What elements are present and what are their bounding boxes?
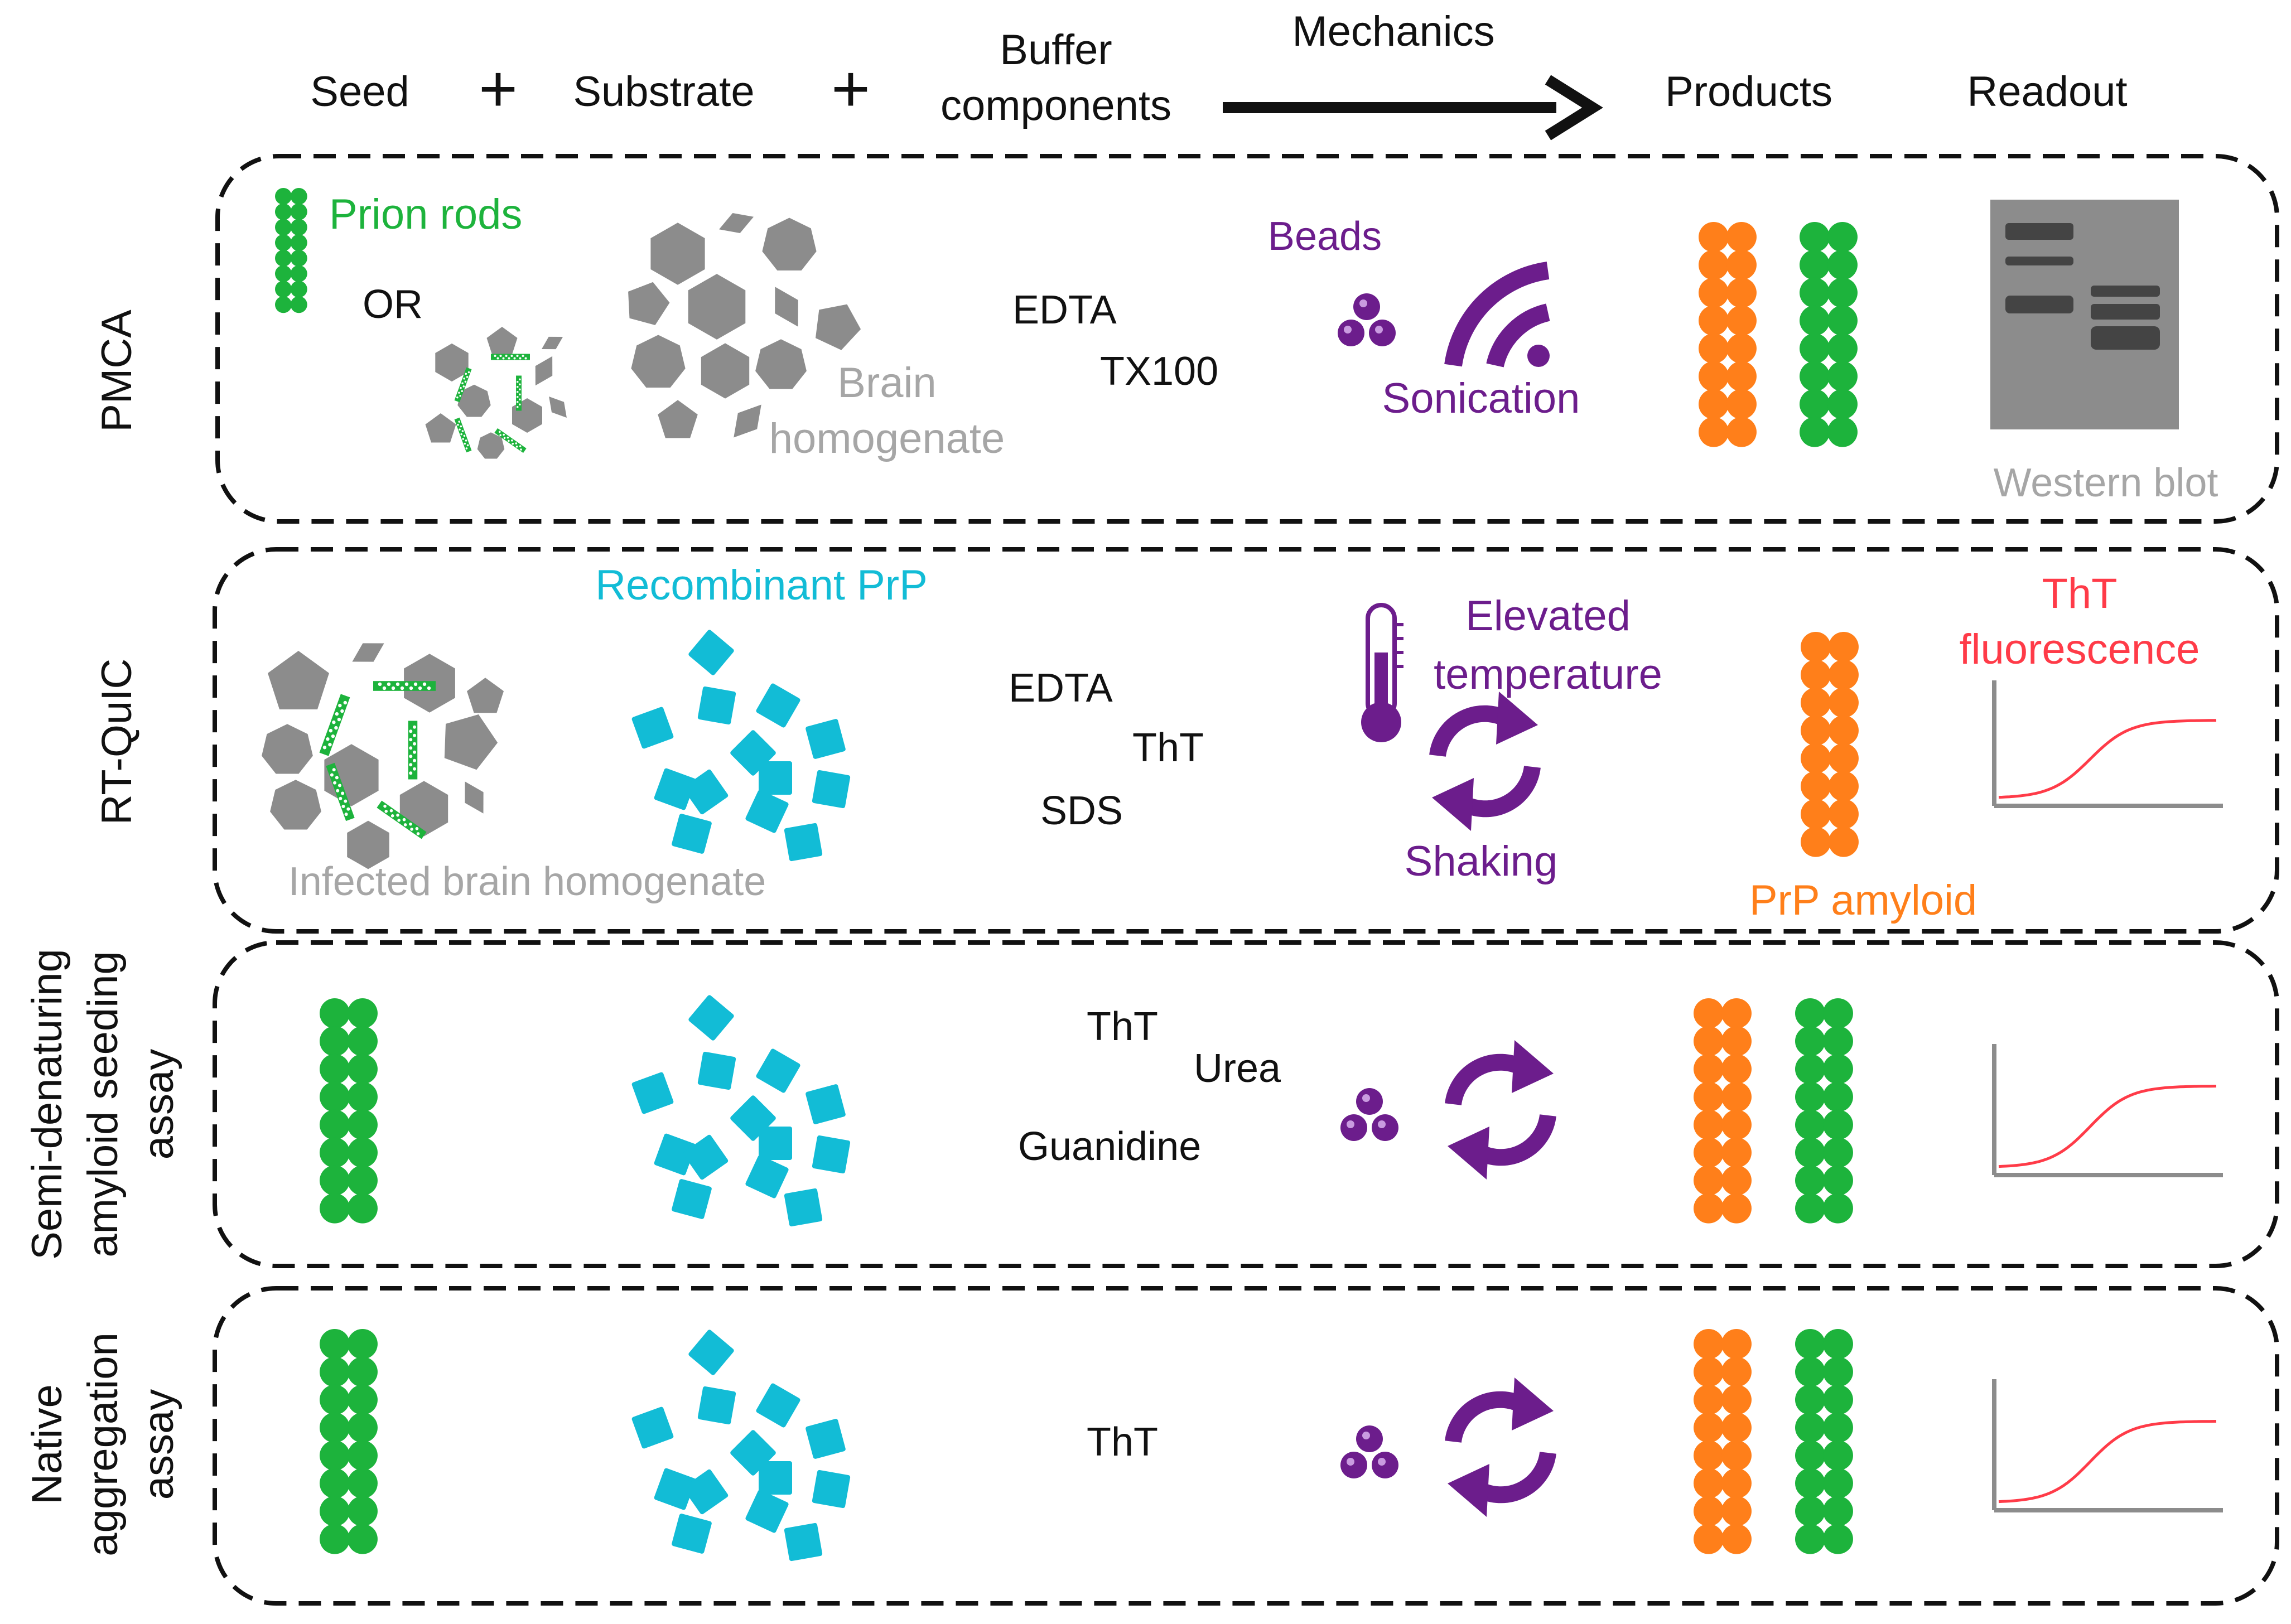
pmca-buffer-2: TX100 bbox=[1100, 349, 1218, 394]
rtquic-readout-line1: ThT bbox=[2042, 570, 2117, 617]
header-plus-2: + bbox=[831, 51, 870, 126]
rtquic-seed-label: Infected brain homogenate bbox=[288, 859, 766, 904]
pmca-frame bbox=[215, 154, 2279, 524]
header-buffer-line1: Buffer bbox=[1000, 26, 1112, 74]
pmca-sonication-icon bbox=[1444, 262, 1550, 368]
pmca-substrate-line2: homogenate bbox=[769, 415, 1005, 462]
semi-label-line1: Semi-denaturing bbox=[23, 949, 71, 1260]
native-buffer-1: ThT bbox=[1087, 1420, 1158, 1464]
rtquic-temp-line2: temperature bbox=[1434, 651, 1662, 698]
mechanics-arrow bbox=[1223, 75, 1603, 141]
native-label-line2: aggregation bbox=[79, 1332, 127, 1556]
native-recombinant-prp-icon bbox=[631, 1328, 851, 1562]
semi-buffer-2: Urea bbox=[1194, 1046, 1281, 1091]
pmca-label: PMCA bbox=[93, 310, 141, 432]
native-seed-rod-icon bbox=[320, 1329, 378, 1554]
header-products: Products bbox=[1665, 68, 1832, 115]
header-plus-1: + bbox=[479, 51, 518, 126]
native-tht-curve-icon bbox=[1992, 1379, 2223, 1512]
rtquic-product-label: PrP amyloid bbox=[1749, 877, 1977, 924]
native-product-orange-fibril-icon bbox=[1694, 1329, 1752, 1554]
western-blot-icon bbox=[1990, 200, 2179, 429]
header-mechanics: Mechanics bbox=[1292, 8, 1494, 55]
pmca-or: OR bbox=[363, 282, 423, 327]
native-beads-icon bbox=[1340, 1425, 1398, 1478]
native-label-line3: assay bbox=[135, 1389, 182, 1500]
pmca-readout-label: Western blot bbox=[1994, 461, 2218, 505]
pmca-substrate-line1: Brain bbox=[837, 359, 936, 407]
header-substrate: Substrate bbox=[573, 68, 754, 115]
pmca-product-orange-fibril-icon bbox=[1699, 222, 1757, 447]
pmca-brain-homogenate-icon bbox=[621, 206, 868, 446]
semi-beads-icon bbox=[1340, 1088, 1398, 1141]
rtquic-recombinant-prp-icon bbox=[631, 629, 851, 862]
pmca-beads-label: Beads bbox=[1268, 214, 1382, 259]
rtquic-shaking-icon bbox=[1432, 692, 1538, 831]
pmca-infected-homogenate-icon bbox=[425, 327, 573, 459]
rtquic-temp-line1: Elevated bbox=[1465, 592, 1631, 640]
rtquic-infected-homogenate-icon bbox=[262, 634, 505, 869]
native-shaking-icon bbox=[1448, 1378, 1554, 1517]
header-seed: Seed bbox=[310, 68, 409, 115]
semi-seed-rod-icon bbox=[320, 998, 378, 1224]
pmca-sonication-label: Sonication bbox=[1382, 375, 1580, 422]
rtquic-readout-line2: fluorescence bbox=[1960, 626, 2200, 673]
pmca-beads-icon bbox=[1338, 293, 1396, 346]
rtquic-substrate-label: Recombinant PrP bbox=[595, 562, 928, 609]
pmca-buffer-1: EDTA bbox=[1012, 288, 1117, 332]
semi-recombinant-prp-icon bbox=[631, 994, 851, 1227]
native-product-green-fibril-icon bbox=[1795, 1329, 1853, 1554]
semi-label-line2: amyloid seeding bbox=[79, 951, 127, 1257]
pmca-prion-rod-icon bbox=[275, 188, 307, 313]
pmca-seed-label: Prion rods bbox=[329, 191, 522, 238]
semi-product-orange-fibril-icon bbox=[1694, 998, 1752, 1224]
rtquic-shaking-label: Shaking bbox=[1405, 838, 1558, 885]
header-buffer-line2: components bbox=[940, 82, 1171, 129]
pmca-product-green-fibril-icon bbox=[1800, 222, 1858, 447]
rtquic-frame bbox=[213, 547, 2279, 934]
native-label-line1: Native bbox=[23, 1384, 71, 1504]
rtquic-buffer-2: ThT bbox=[1132, 726, 1204, 770]
semi-buffer-1: ThT bbox=[1087, 1004, 1158, 1049]
rtquic-product-orange-fibril-icon bbox=[1801, 632, 1859, 857]
rtquic-label: RT-QuIC bbox=[93, 659, 141, 825]
semi-buffer-3: Guanidine bbox=[1018, 1124, 1201, 1169]
rtquic-tht-curve-icon bbox=[1992, 680, 2223, 808]
thermometer-icon bbox=[1361, 603, 1403, 742]
rtquic-buffer-1: EDTA bbox=[1009, 666, 1113, 710]
semi-tht-curve-icon bbox=[1992, 1044, 2223, 1177]
rtquic-buffer-3: SDS bbox=[1040, 789, 1123, 833]
semi-frame bbox=[213, 940, 2279, 1268]
native-frame bbox=[213, 1286, 2279, 1606]
header-readout: Readout bbox=[1967, 68, 2127, 115]
semi-shaking-icon bbox=[1448, 1040, 1554, 1180]
semi-label-line3: assay bbox=[135, 1049, 182, 1160]
semi-product-green-fibril-icon bbox=[1795, 998, 1853, 1224]
